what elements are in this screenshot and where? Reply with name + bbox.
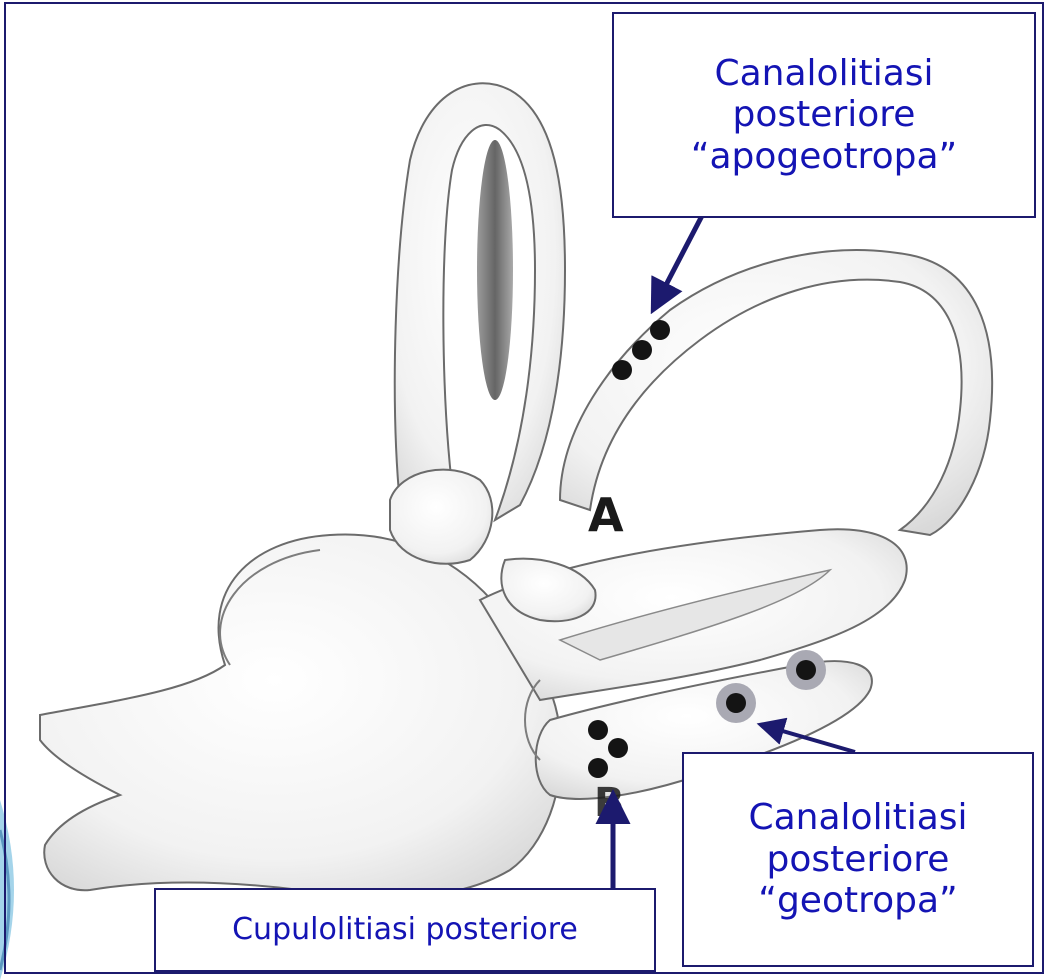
label-line: Canalolitiasi bbox=[714, 53, 933, 94]
label-line: Canalolitiasi bbox=[748, 797, 967, 838]
otolith-dot-icon bbox=[650, 320, 670, 340]
otolith-dot-icon bbox=[796, 660, 816, 680]
otolith-dot-icon bbox=[588, 758, 608, 778]
otolith-dot-icon bbox=[588, 720, 608, 740]
label-line: posteriore bbox=[767, 839, 950, 880]
label-canalolitiasi-geotropa: Canalolitiasi posteriore “geotropa” bbox=[682, 752, 1034, 967]
label-line: “geotropa” bbox=[758, 880, 957, 921]
label-line: “apogeotropa” bbox=[691, 136, 957, 177]
label-cupulolitiasi: Cupulolitiasi posteriore bbox=[154, 888, 656, 972]
otolith-dot-icon bbox=[612, 360, 632, 380]
otolith-dot-icon bbox=[632, 340, 652, 360]
otoliths-canal-geotropa bbox=[716, 650, 826, 723]
label-line: Cupulolitiasi posteriore bbox=[232, 913, 578, 948]
otoliths-cupulolitiasi bbox=[588, 720, 628, 778]
otolith-dot-icon bbox=[726, 693, 746, 713]
otolith-dot-icon bbox=[608, 738, 628, 758]
otoliths-canal-apogeotropa bbox=[612, 320, 670, 380]
label-line: posteriore bbox=[733, 94, 916, 135]
label-canalolitiasi-apogeotropa: Canalolitiasi posteriore “apogeotropa” bbox=[612, 12, 1036, 218]
arrow-icon bbox=[762, 725, 855, 752]
